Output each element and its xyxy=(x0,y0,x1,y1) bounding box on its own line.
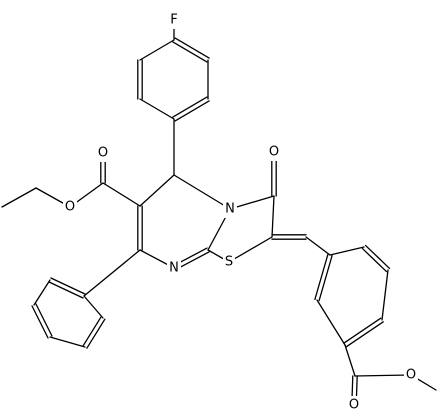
phenyl-ring-double-bond xyxy=(31,305,49,339)
thiazole-ring-single-bond xyxy=(228,236,273,263)
benzylidene-link-single-bond xyxy=(305,236,331,256)
methyl-ester-carbonyl-oxygen-label: O xyxy=(349,398,359,413)
phenyl-ring-double-bond xyxy=(48,281,84,299)
phenyl-ring-double-bond xyxy=(82,316,102,347)
pyrimidine-ring-single-bond xyxy=(139,174,175,207)
ester-carbonyl-oxygen-atom: O xyxy=(96,144,110,162)
ring-nitrogen-label: N xyxy=(225,202,235,217)
ring-nitrogen-atom: N xyxy=(223,200,237,218)
ester-ether-oxygen-label: O xyxy=(65,200,75,215)
ethyl-ester-single-bond xyxy=(1,187,37,208)
ketone-oxygen-atom: O xyxy=(267,143,281,161)
ester-carbonyl-oxygen-label: O xyxy=(98,146,108,161)
ethyl-ester-single-bond xyxy=(102,182,141,207)
benzoate-ring-double-bond xyxy=(345,321,384,348)
benzoate-ring-double-bond xyxy=(314,253,329,301)
atom-label-layer: F O N N S O O xyxy=(63,11,418,414)
phenyl-ring-double-bond xyxy=(35,303,53,337)
thiazole-ring-single-bond xyxy=(229,195,275,210)
phenyl-ring-single-bond xyxy=(83,295,104,319)
fluorine-label: F xyxy=(170,13,177,28)
imine-nitrogen-label: N xyxy=(169,261,179,276)
phenyl-ring-single-bond xyxy=(49,336,86,348)
thiazole-ring-single-bond xyxy=(271,195,275,238)
fluorophenyl-ring-single-bond xyxy=(139,98,175,120)
sulfur-atom: S xyxy=(223,253,235,271)
fluorophenyl-ring-double-bond xyxy=(174,37,210,59)
methyl-ester-single-bond xyxy=(344,344,356,377)
fluorine-atom: F xyxy=(168,11,180,29)
benzoate-ring-double-bond xyxy=(364,244,391,270)
phenyl-ring-single-bond xyxy=(33,279,51,306)
benzoate-ring-single-bond xyxy=(381,269,389,321)
benzoate-ring-single-bond xyxy=(329,246,365,256)
fluorophenyl-ring-double-bond xyxy=(174,100,210,122)
phenyl-link-single-bond xyxy=(83,249,141,297)
benzoate-ring-double-bond xyxy=(361,247,388,273)
benzoate-ring-double-bond xyxy=(343,317,382,344)
imine-nitrogen-atom: N xyxy=(167,259,181,277)
methyl-ester-carbonyl-oxygen-atom: O xyxy=(347,396,361,414)
phenyl-ring-double-bond xyxy=(50,277,86,295)
fluorophenyl-ring-double-bond xyxy=(172,96,208,118)
methyl-ester-ether-oxygen-atom: O xyxy=(404,366,418,384)
benzoate-ring-double-bond xyxy=(318,254,333,302)
methyl-ester-single-bond xyxy=(354,374,412,377)
pyrimidine-ring-single-bond xyxy=(173,174,231,210)
fluorophenyl-ring-double-bond xyxy=(172,41,208,63)
ketone-oxygen-label: O xyxy=(269,145,279,160)
phenyl-ring-double-bond xyxy=(86,318,106,349)
benzoate-ring-single-bond xyxy=(316,299,346,346)
methyl-ester-ether-oxygen-label: O xyxy=(406,368,416,383)
ester-ether-oxygen-atom: O xyxy=(63,198,77,216)
fluorophenyl-ring-single-bond xyxy=(139,39,175,61)
sulfur-label: S xyxy=(225,255,233,270)
